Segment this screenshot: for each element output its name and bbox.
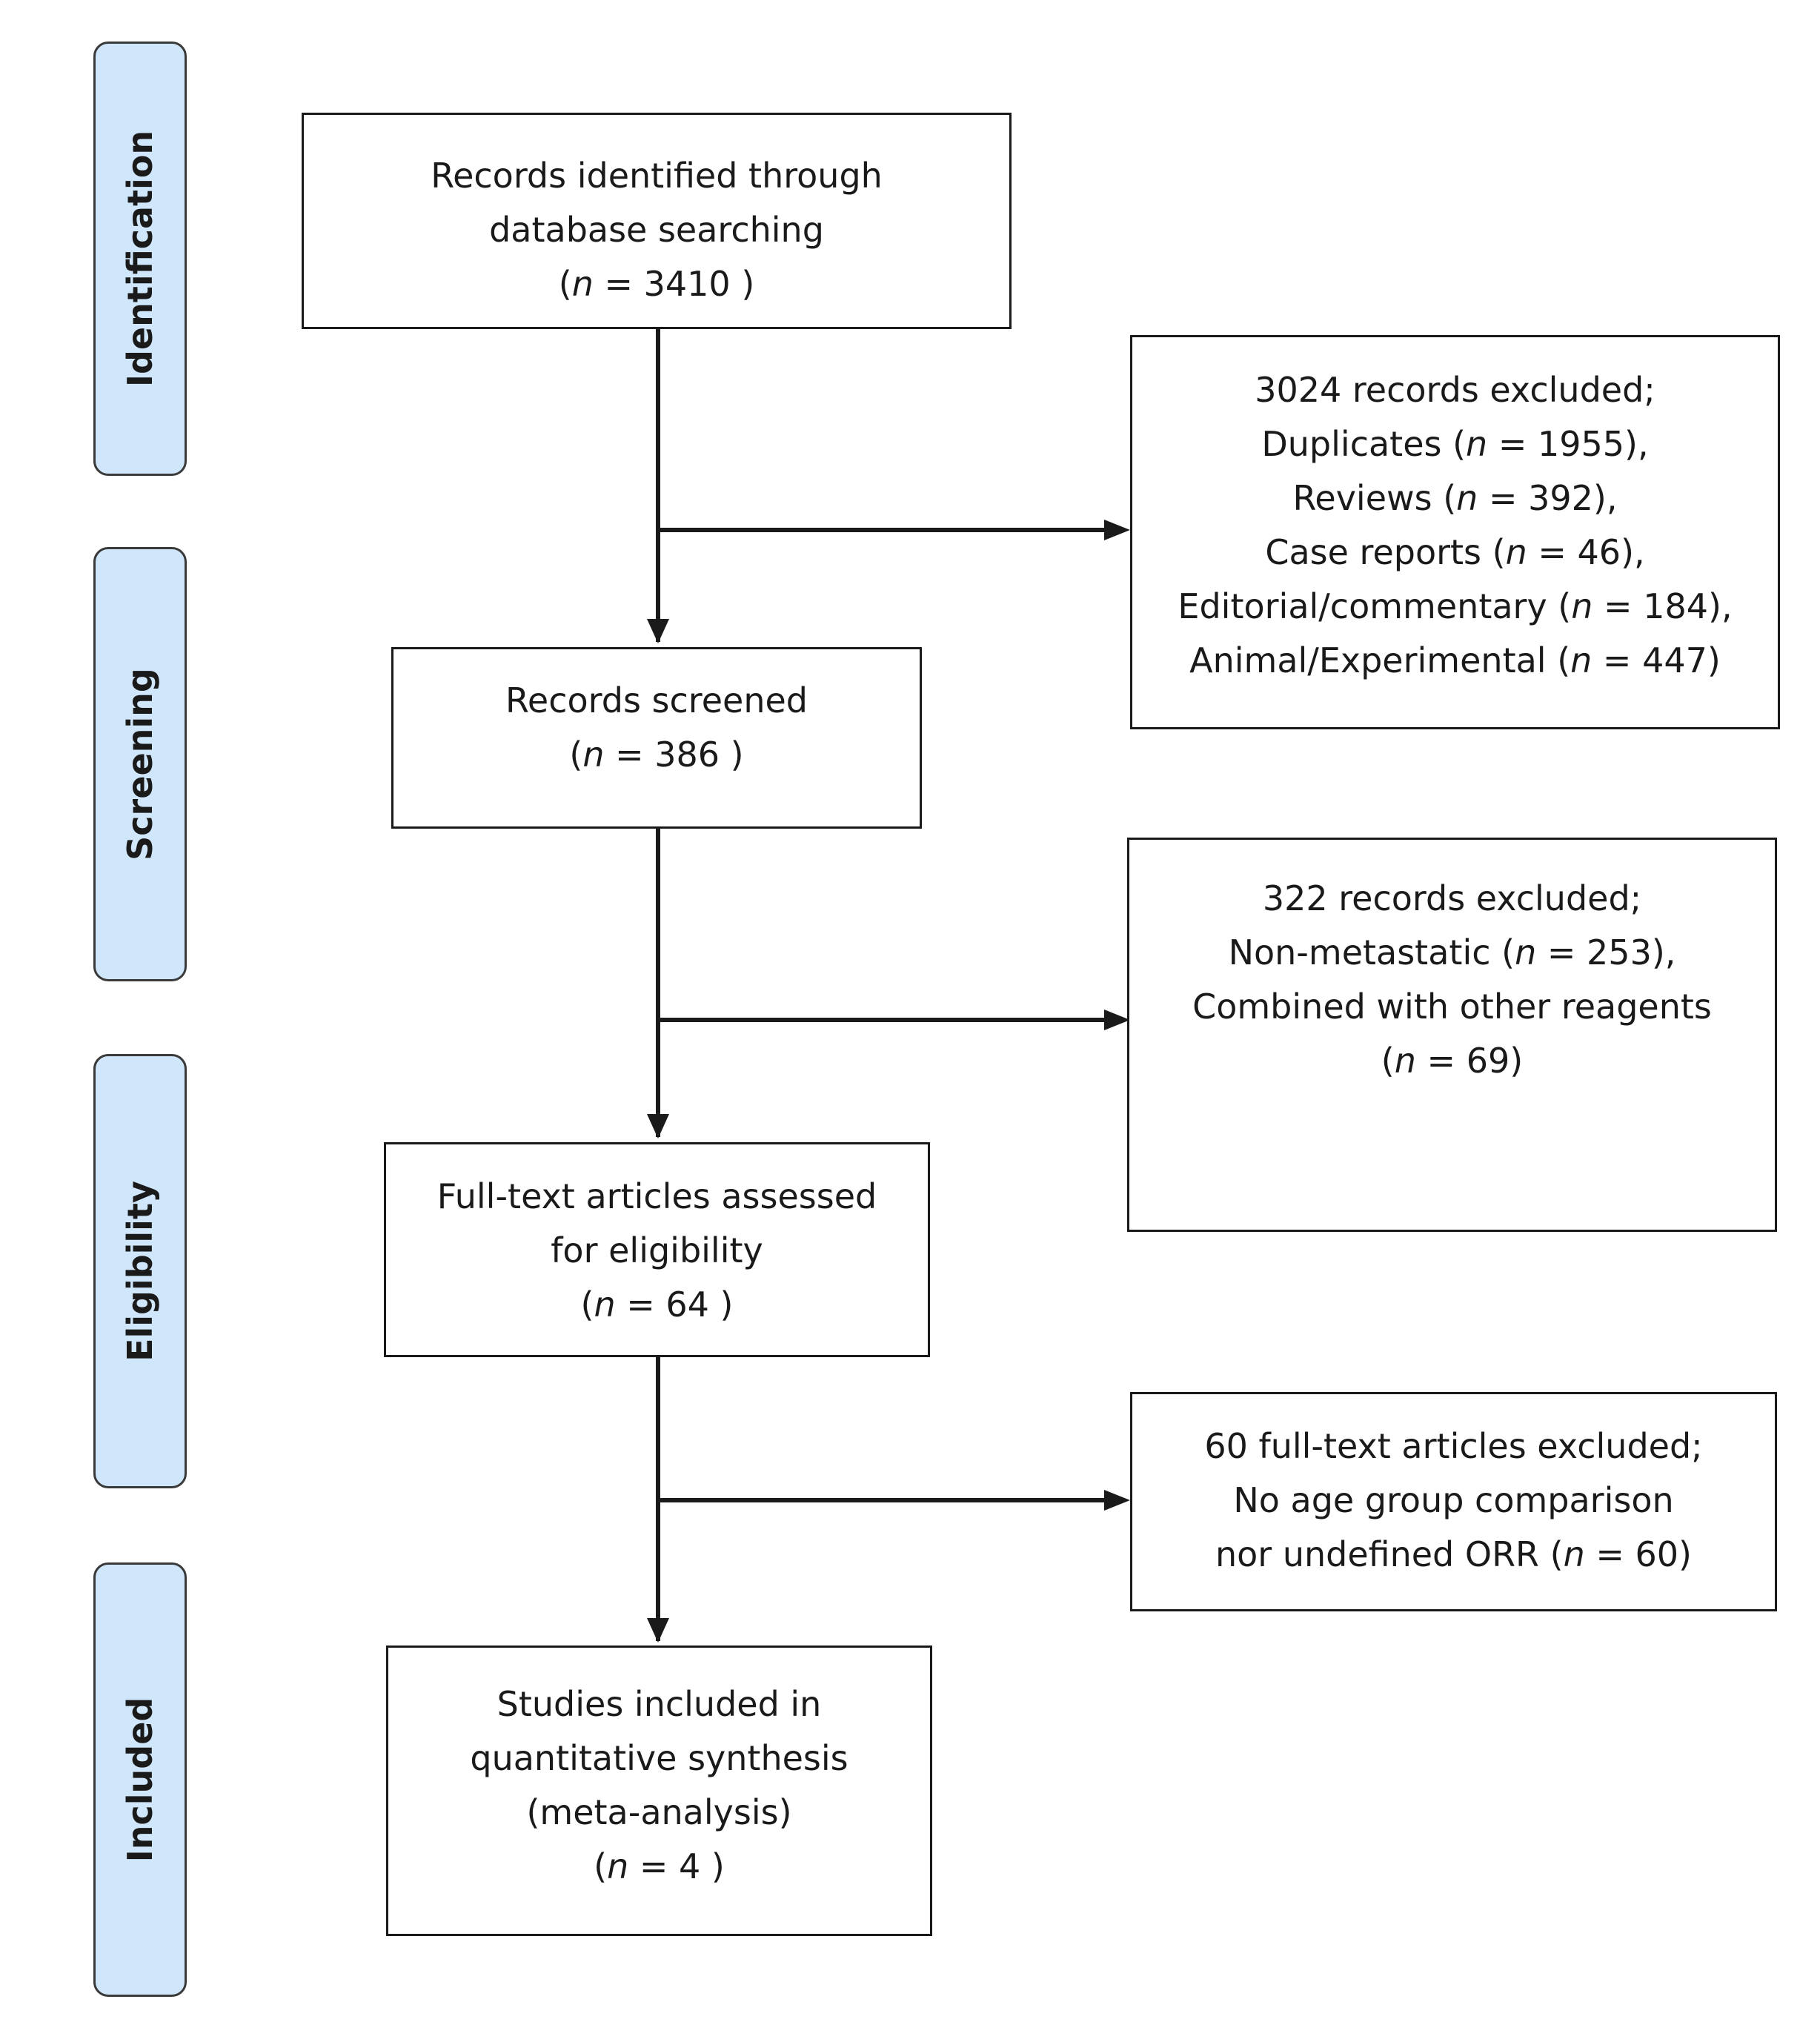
fulltext-count: (n = 64 ) [580,1285,734,1325]
included-line1: Studies included in [496,1684,822,1724]
box-exclusion-fulltext: 60 full-text articles excluded; No age g… [1130,1392,1777,1611]
exclusion3-item: No age group comparison [1233,1480,1674,1520]
arrowhead-exclusion-3 [1104,1490,1130,1511]
exclusion3-item: nor undefined ORR (n = 60) [1215,1534,1693,1574]
included-line2: quantitative synthesis [470,1738,848,1778]
exclusion2-item: Non-metastatic (n = 253), [1228,932,1676,972]
screened-count: (n = 386 ) [569,735,744,775]
box-studies-included: Studies included in quantitative synthes… [386,1645,932,1936]
box-exclusion-screened: 322 records excluded; Non-metastatic (n … [1127,838,1777,1232]
exclusion1-item: Editorial/commentary (n = 184), [1178,586,1733,626]
exclusion1-header: 3024 records excluded; [1255,370,1655,410]
stage-included: Included [93,1562,187,1997]
box-full-text-assessed: Full-text articles assessed for eligibil… [384,1142,930,1357]
exclusion1-item: Animal/Experimental (n = 447) [1189,640,1721,680]
stage-screening: Screening [93,547,187,981]
arrowhead-included [647,1618,669,1643]
stage-identification: Identification [93,42,187,476]
exclusion1-item: Reviews (n = 392), [1292,478,1618,518]
exclusion2-item: (n = 69) [1381,1041,1524,1081]
exclusion2-item: Combined with other reagents [1192,987,1712,1027]
arrowhead-screened [647,619,669,643]
screened-line1: Records screened [505,680,808,720]
stage-eligibility: Eligibility [93,1054,187,1488]
box-records-identified: Records identified through database sear… [302,113,1012,329]
exclusion1-item: Duplicates (n = 1955), [1261,424,1649,464]
exclusion1-item: Case reports (n = 46), [1265,532,1645,572]
identified-count: (n = 3410 ) [558,264,755,304]
identified-line1: Records identified through [431,156,883,196]
box-exclusion-records: 3024 records excluded; Duplicates (n = 1… [1130,335,1780,729]
arrowhead-fulltext [647,1114,669,1139]
identified-line2: database searching [489,210,824,250]
exclusion3-header: 60 full-text articles excluded; [1204,1426,1703,1466]
included-line3: (meta-analysis) [526,1792,792,1832]
fulltext-line2: for eligibility [551,1230,763,1270]
exclusion2-header: 322 records excluded; [1262,878,1642,918]
arrowhead-exclusion-2 [1104,1010,1130,1030]
fulltext-line1: Full-text articles assessed [436,1176,877,1216]
included-count: (n = 4 ) [594,1846,725,1886]
box-records-screened: Records screened (n = 386 ) [391,647,922,829]
arrowhead-exclusion-1 [1104,520,1130,540]
